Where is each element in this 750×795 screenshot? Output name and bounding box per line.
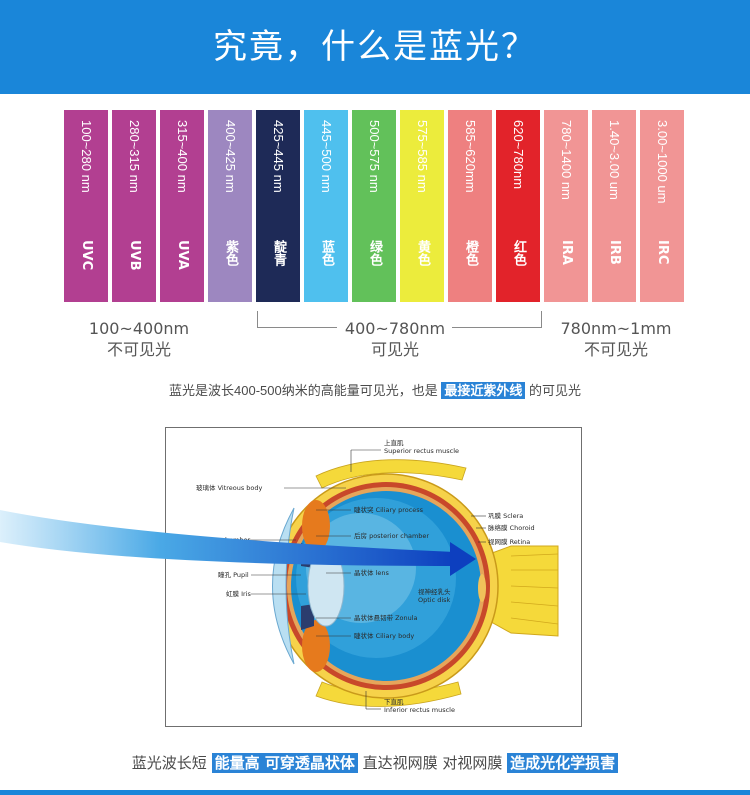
caption2-part2: 直达视网膜 对视网膜 bbox=[362, 754, 503, 772]
band-name: 靛青 bbox=[271, 240, 286, 266]
ciliary-body-top bbox=[302, 500, 330, 552]
spectrum-band: 1.40~3.00 um IRB bbox=[592, 110, 636, 302]
page-title: 究竟，什么是蓝光？ bbox=[213, 27, 537, 67]
band-name: 蓝色 bbox=[319, 240, 334, 266]
ciliary-process-label: 睫状突 Ciliary process bbox=[354, 506, 424, 514]
blue-light-beam bbox=[0, 510, 476, 576]
band-name: 红色 bbox=[511, 240, 526, 266]
band-range: 780~1400 nm bbox=[559, 120, 574, 200]
beam-body bbox=[0, 510, 455, 566]
band-range: 500~575 nm bbox=[367, 120, 382, 193]
inferior-rectus-label: 下直肌 Inferior rectus muscle bbox=[384, 698, 455, 714]
spectrum-band: 400~425 nm 紫色 bbox=[208, 110, 252, 302]
optic-disk-en: Optic disk bbox=[418, 596, 451, 604]
eye-diagram: 上直肌 Superior rectus muscle 玻璃体 Vitreous … bbox=[165, 427, 582, 727]
eye-illustration bbox=[236, 449, 559, 710]
title-banner bbox=[0, 0, 750, 94]
band-name: IRB bbox=[607, 240, 622, 265]
band-range: 315~400 nm bbox=[175, 120, 190, 193]
band-name: 橙色 bbox=[463, 240, 478, 266]
visible-bracket-right bbox=[541, 311, 542, 328]
band-range: 575~585 nm bbox=[415, 120, 430, 193]
spectrum-band: 3.00~1000 um IRC bbox=[640, 110, 684, 302]
spectrum-chart: 100~280 nm UVC 280~315 nm UVB 315~400 nm UVA 4… bbox=[64, 110, 686, 302]
visible-range: 400~780nm bbox=[344, 319, 446, 338]
superior-rectus-cn: 上直肌 bbox=[384, 439, 404, 447]
caption1-highlight: 最接近紫外线 bbox=[441, 382, 526, 399]
spectrum-band: 425~445 nm 靛青 bbox=[256, 110, 300, 302]
band-range: 445~500 nm bbox=[319, 120, 334, 193]
sclera-label: 巩膜 Sclera bbox=[488, 512, 524, 520]
spectrum-band: 585~620mm 橙色 bbox=[448, 110, 492, 302]
caption2-highlight2: 造成光化学损害 bbox=[507, 753, 619, 773]
band-name: UVA bbox=[175, 240, 190, 270]
uv-range: 100~400nm bbox=[88, 319, 190, 338]
iris-bottom bbox=[301, 604, 314, 630]
band-range: 100~280 nm bbox=[79, 120, 94, 193]
ciliary-body-label: 睫状体 Ciliary body bbox=[354, 632, 415, 640]
visible-bracket-line-right bbox=[452, 327, 542, 328]
spectrum-band: 575~585 nm 黄色 bbox=[400, 110, 444, 302]
zonula-label: 晶状体悬韧带 Zonula bbox=[354, 614, 418, 622]
blue-light-harm-caption: 蓝光波长短 能量高 可穿透晶状体 直达视网膜 对视网膜 造成光化学损害 bbox=[0, 752, 750, 773]
inferior-rectus-en: Inferior rectus muscle bbox=[384, 706, 455, 714]
lens-label: 晶状体 lens bbox=[354, 569, 389, 577]
visible-group-label: 400~780nm 可见光 bbox=[320, 318, 470, 360]
band-name: IRA bbox=[559, 240, 574, 265]
band-name: IRC bbox=[655, 240, 670, 265]
spectrum-band: 620~780nm 红色 bbox=[496, 110, 540, 302]
ir-range: 780nm~1mm bbox=[560, 319, 672, 338]
superior-rectus-en: Superior rectus muscle bbox=[384, 447, 460, 455]
spectrum-band: 100~280 nm UVC bbox=[64, 110, 108, 302]
bottom-bar bbox=[0, 790, 750, 795]
band-range: 425~445 nm bbox=[271, 120, 286, 193]
spectrum-band: 780~1400 nm IRA bbox=[544, 110, 588, 302]
posterior-chamber-label: 后房 posterior chamber bbox=[354, 532, 430, 540]
blue-light-definition: 蓝光是波长400-500纳米的高能量可见光，也是 最接近紫外线 的可见光 bbox=[0, 380, 750, 399]
iris-label: 虹膜 Iris bbox=[226, 590, 251, 598]
ir-group-label: 780nm~1mm 不可见光 bbox=[541, 318, 691, 360]
caption1-tail: 的可见光 bbox=[528, 383, 581, 398]
visible-bracket-line-left bbox=[257, 327, 337, 328]
band-range: 3.00~1000 um bbox=[655, 120, 670, 204]
spectrum-band: 280~315 nm UVB bbox=[112, 110, 156, 302]
uv-label: 不可见光 bbox=[106, 340, 171, 359]
choroid-label: 脉络膜 Choroid bbox=[488, 524, 535, 532]
caption2-highlight1: 能量高 可穿透晶状体 bbox=[211, 753, 358, 773]
band-range: 585~620mm bbox=[463, 120, 478, 193]
superior-rectus bbox=[315, 459, 467, 489]
optic-disk-label: 视神经乳头 Optic disk bbox=[418, 588, 451, 604]
ciliary-body-bottom bbox=[302, 620, 330, 672]
band-range: 400~425 nm bbox=[223, 120, 238, 193]
visible-bracket-left bbox=[257, 311, 258, 328]
retina-label: 视网膜 Retina bbox=[488, 538, 531, 546]
band-range: 280~315 nm bbox=[127, 120, 142, 193]
band-range: 620~780nm bbox=[511, 120, 526, 190]
inferior-rectus-cn: 下直肌 bbox=[384, 698, 404, 706]
optic-disk bbox=[478, 574, 486, 602]
beam-arrowhead bbox=[450, 542, 476, 576]
optic-disk-cn: 视神经乳头 bbox=[418, 588, 451, 596]
vitreous-label: 玻璃体 Vitreous body bbox=[196, 484, 263, 492]
band-name: 黄色 bbox=[415, 240, 430, 266]
ir-label: 不可见光 bbox=[583, 340, 648, 359]
spectrum-band: 445~500 nm 蓝色 bbox=[304, 110, 348, 302]
band-name: UVB bbox=[127, 240, 142, 271]
pupil-label: 瞳孔 Pupil bbox=[218, 571, 249, 579]
superior-rectus-label: 上直肌 Superior rectus muscle bbox=[384, 439, 459, 455]
uv-group-label: 100~400nm 不可见光 bbox=[64, 318, 214, 360]
band-name: 绿色 bbox=[367, 240, 382, 266]
caption1-text: 蓝光是波长400-500纳米的高能量可见光，也是 bbox=[169, 383, 438, 398]
band-name: UVC bbox=[79, 240, 94, 271]
band-name: 紫色 bbox=[223, 240, 238, 266]
caption2-part1: 蓝光波长短 bbox=[131, 754, 207, 772]
visible-label: 可见光 bbox=[370, 340, 419, 359]
spectrum-band: 315~400 nm UVA bbox=[160, 110, 204, 302]
spectrum-band: 500~575 nm 绿色 bbox=[352, 110, 396, 302]
band-range: 1.40~3.00 um bbox=[607, 120, 622, 200]
